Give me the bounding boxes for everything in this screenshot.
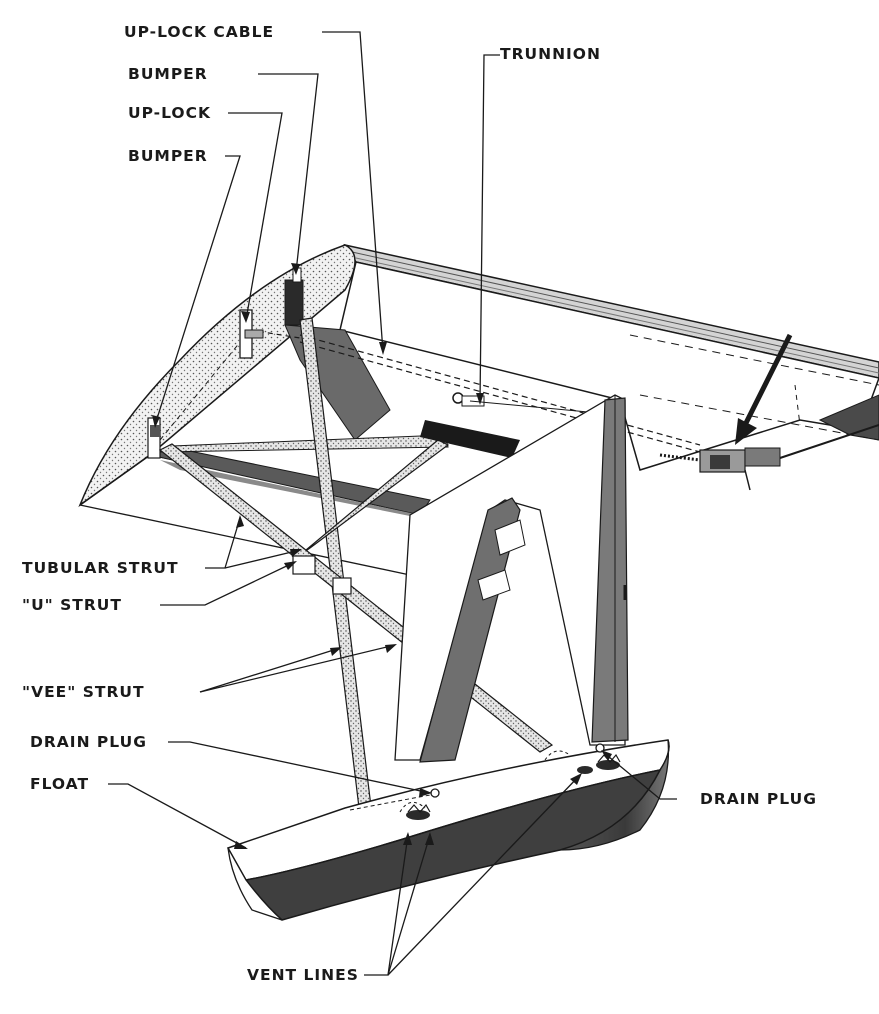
pylon-front-leg	[419, 497, 521, 763]
label-uplock-cable: UP-LOCK CABLE	[124, 23, 275, 41]
label-vent-lines: VENT LINES	[247, 966, 359, 984]
vent-fitting-center	[577, 766, 593, 774]
wing-underside	[339, 261, 879, 471]
vent-fitting-right	[596, 753, 621, 770]
drain-plug-left-fitting	[430, 788, 440, 798]
bumper-upper-block	[284, 279, 304, 326]
trunnion-bar	[420, 420, 520, 458]
float-bow	[227, 847, 283, 921]
label-uplock: UP-LOCK	[128, 104, 211, 122]
float-hull-bottom	[244, 768, 662, 921]
label-float: FLOAT	[30, 775, 90, 793]
drain-plug-right-fitting	[595, 743, 605, 753]
label-trunnion: TRUNNION	[500, 45, 601, 63]
leader-arrowheads	[152, 263, 612, 849]
bumper-lower-block	[147, 417, 161, 459]
retract-mechanism	[659, 424, 879, 491]
label-bumper-upper: BUMPER	[128, 65, 208, 83]
pylon-rear-leg	[591, 397, 629, 743]
vent-fitting-left	[406, 803, 431, 820]
float	[226, 739, 670, 921]
label-drain-plug-right: DRAIN PLUG	[700, 790, 817, 808]
label-u-strut: "U" STRUT	[22, 596, 122, 614]
uplock-cable-path	[159, 329, 701, 453]
float-pylon	[394, 394, 629, 763]
label-drain-plug-left: DRAIN PLUG	[30, 733, 147, 751]
trunnion-fitting	[452, 392, 621, 416]
label-tubular-strut: TUBULAR STRUT	[22, 559, 179, 577]
tubular-strut-upper	[159, 434, 449, 453]
label-vee-strut: "VEE" STRUT	[22, 683, 145, 701]
leader-lines	[108, 31, 677, 976]
wing-tip-right	[818, 394, 879, 441]
direction-arrow	[735, 333, 793, 445]
label-bumper-lower: BUMPER	[128, 147, 208, 165]
